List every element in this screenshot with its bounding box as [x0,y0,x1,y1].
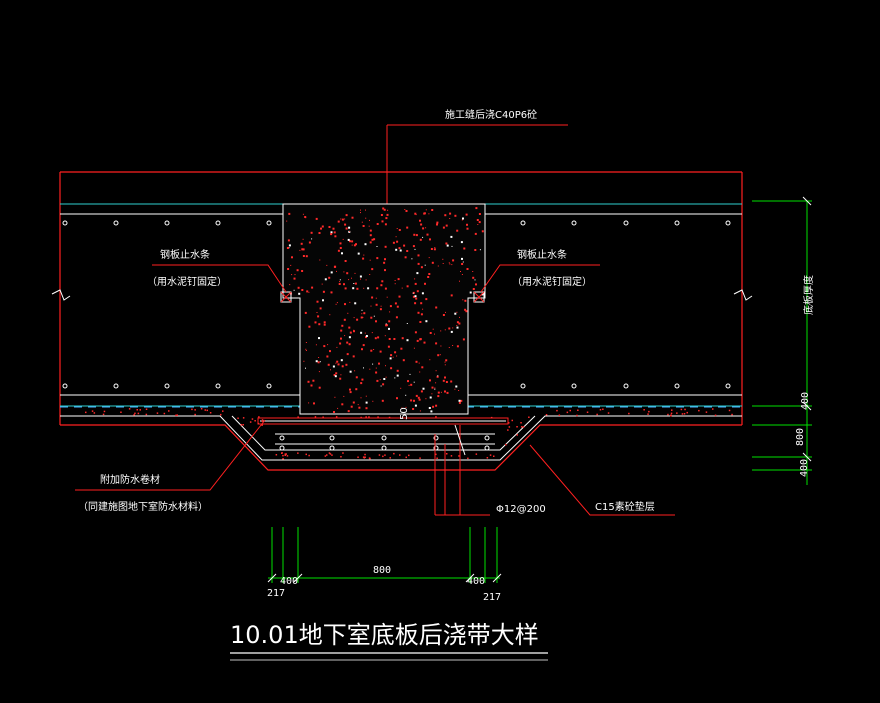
dim-bottom-left-400: 400 [280,576,298,587]
rebar-label: Φ12@200 [496,504,546,515]
dim-50-label: 50 [399,407,410,420]
right-stop-sub-label: （用水泥钉固定） [512,275,592,288]
top-note-label: 施工缝后浇C40P6砼 [445,108,537,121]
left-break-mark [51,289,71,301]
post-cast-zone [282,203,486,415]
right-stop-leader [480,264,600,293]
drawing-title: 10.01地下室底板后浇带大样 [230,621,539,649]
concrete-speckles [286,207,484,413]
dim-right-1: 400 [800,392,811,410]
dim-bottom-right-217: 217 [483,592,501,603]
left-stop-sub-label: （用水泥钉固定） [147,275,227,288]
cushion-leader [529,444,675,516]
dim-bottom-right-400: 400 [467,576,485,587]
dim-right-3: 400 [799,459,810,477]
left-stop-label: 钢板止水条 [160,248,210,261]
right-break-mark [733,289,753,301]
dim-bottom-mid-800: 800 [373,565,391,576]
right-dimension [752,196,812,485]
bottom-dimension [267,527,502,583]
waterproof-sub-label: （同建施图地下室防水材料） [78,500,208,513]
right-vertical-label: 底板厚度 [802,275,815,315]
right-water-stop [473,291,485,303]
waterproof-leader [75,419,266,491]
dim-right-2: 800 [795,428,806,446]
rebar-leader [434,424,490,516]
right-stop-label: 钢板止水条 [517,248,567,261]
left-stop-leader [152,264,287,293]
dim-bottom-left-217: 217 [267,588,285,599]
waterproof-label: 附加防水卷材 [100,473,160,486]
cushion-label: C15素砼垫层 [595,500,655,513]
